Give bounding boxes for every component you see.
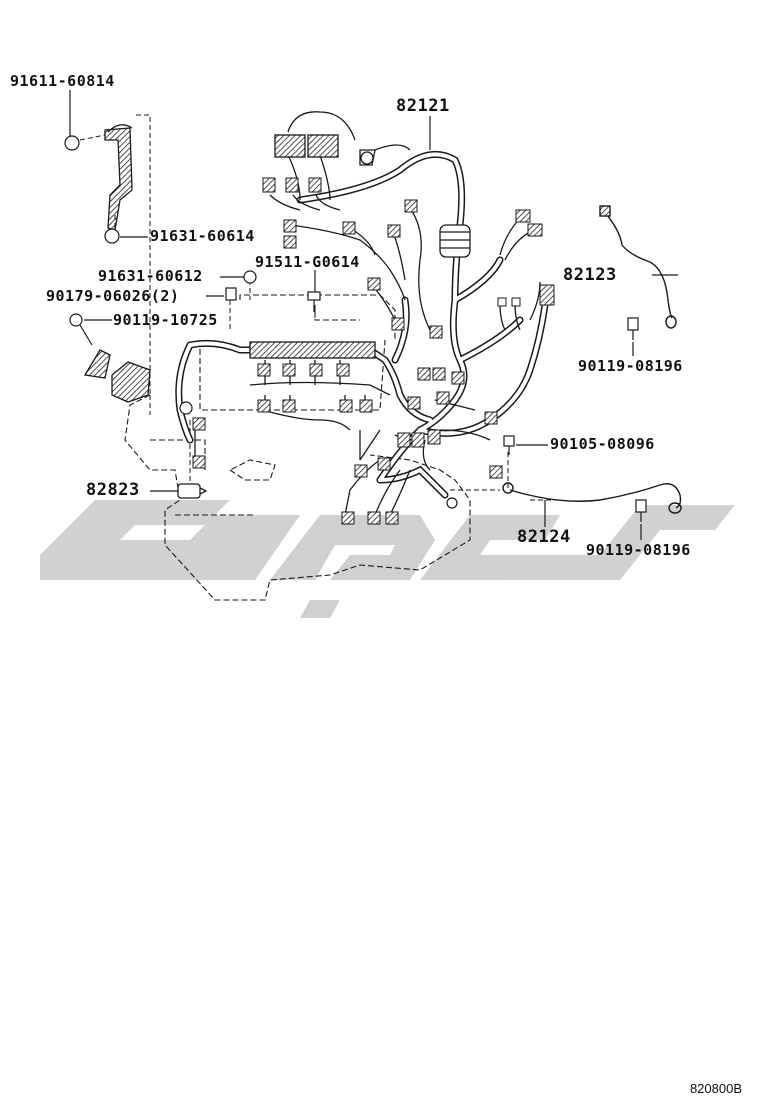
label-90179-06026[interactable]: 90179-06026(2) (46, 287, 180, 305)
leader-lines (69, 90, 678, 540)
bolts (64, 135, 647, 522)
main-harness (175, 150, 549, 499)
connectors (192, 177, 555, 525)
watermark-logo (40, 500, 735, 618)
grommet (439, 224, 471, 258)
locating-lines (79, 114, 560, 501)
label-91631-60614[interactable]: 91631-60614 (150, 227, 255, 245)
main-harness-inner (176, 152, 547, 497)
label-90105-08096[interactable]: 90105-08096 (550, 435, 655, 453)
label-90119-08196-lower[interactable]: 90119-08196 (586, 541, 691, 559)
clip (359, 149, 376, 166)
grommet-small (360, 151, 374, 165)
ecu-connector-block (83, 349, 151, 403)
wire-82124 (502, 482, 682, 514)
harness-bracket (104, 124, 133, 231)
label-90119-10725[interactable]: 90119-10725 (113, 311, 218, 329)
label-82121[interactable]: 82121 (396, 96, 450, 116)
injector-harness-bar (249, 341, 376, 359)
label-91511-G0614[interactable]: 91511-G0614 (255, 253, 360, 271)
wire-82123 (599, 205, 677, 329)
label-82123[interactable]: 82123 (563, 265, 617, 285)
diagram-code: 820800B (689, 1081, 742, 1096)
relay-block-pair (274, 134, 339, 158)
label-91611-60814[interactable]: 91611-60814 (10, 72, 115, 90)
label-82823[interactable]: 82823 (86, 480, 140, 500)
sensor-82823 (177, 483, 208, 499)
branch-wires (194, 111, 541, 516)
label-82124[interactable]: 82124 (517, 527, 571, 547)
label-91631-60612[interactable]: 91631-60612 (98, 267, 203, 285)
label-90119-08196-upper[interactable]: 90119-08196 (578, 357, 683, 375)
